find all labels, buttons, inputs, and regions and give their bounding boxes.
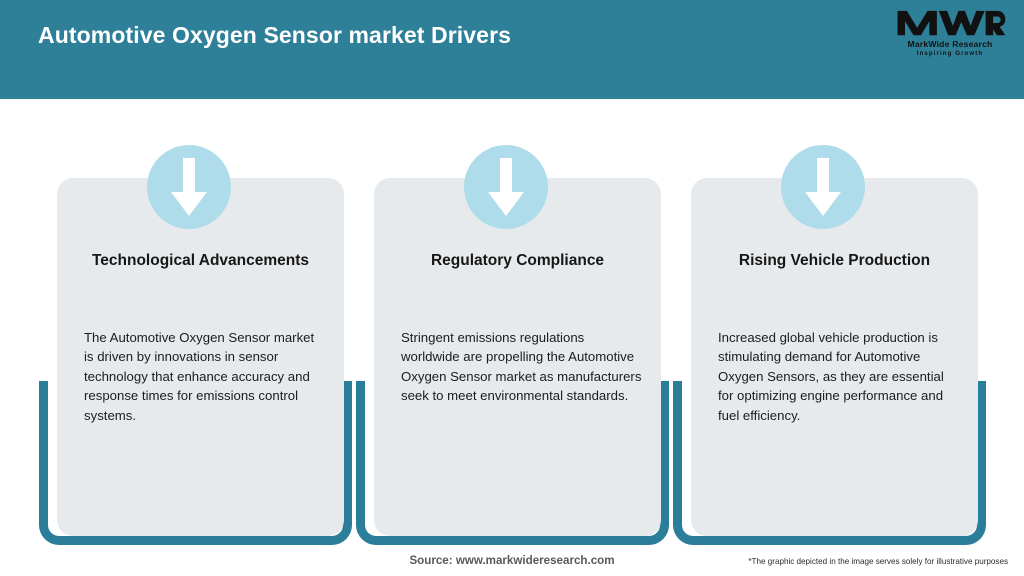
down-arrow-icon — [781, 145, 865, 229]
page-title: Automotive Oxygen Sensor market Drivers — [38, 22, 512, 48]
card-frame-accent — [673, 381, 986, 545]
driver-card-1: Technological Advancements The Automotiv… — [35, 99, 365, 545]
card-frame-accent — [356, 381, 669, 545]
logo-tagline: Inspiring Growth — [916, 50, 984, 57]
card-title: Regulatory Compliance — [430, 252, 605, 269]
down-arrow-icon — [147, 145, 231, 229]
page-header: Automotive Oxygen Sensor market Drivers … — [0, 0, 1024, 99]
card-body-text: The Automotive Oxygen Sensor market is d… — [84, 330, 315, 423]
card-panel: Rising Vehicle Production Increased glob… — [691, 178, 978, 536]
card-body-text: Stringent emissions regulations worldwid… — [401, 330, 642, 404]
card-panel: Technological Advancements The Automotiv… — [57, 178, 344, 536]
disclaimer-note: *The graphic depicted in the image serve… — [748, 557, 1008, 566]
down-arrow-icon — [464, 145, 548, 229]
card-title: Rising Vehicle Production — [738, 252, 931, 269]
card-panel: Regulatory Compliance Stringent emission… — [374, 178, 661, 536]
mwr-logo-icon — [897, 10, 1006, 36]
logo-name: MarkWide Research — [907, 39, 993, 49]
card-title: Technological Advancements — [91, 252, 310, 269]
down-arrow-glyph — [171, 158, 207, 216]
card-body-text: Increased global vehicle production is s… — [718, 330, 944, 423]
brand-logo: MarkWide Research Inspiring Growth — [892, 8, 1008, 64]
down-arrow-glyph — [488, 158, 524, 216]
card-frame-accent — [39, 381, 352, 545]
down-arrow-glyph — [805, 158, 841, 216]
drivers-card-row: Technological Advancements The Automotiv… — [0, 99, 1024, 545]
source-label: Source: www.markwideresearch.com — [409, 554, 615, 567]
driver-card-2: Regulatory Compliance Stringent emission… — [352, 99, 682, 545]
driver-card-3: Rising Vehicle Production Increased glob… — [669, 99, 999, 545]
